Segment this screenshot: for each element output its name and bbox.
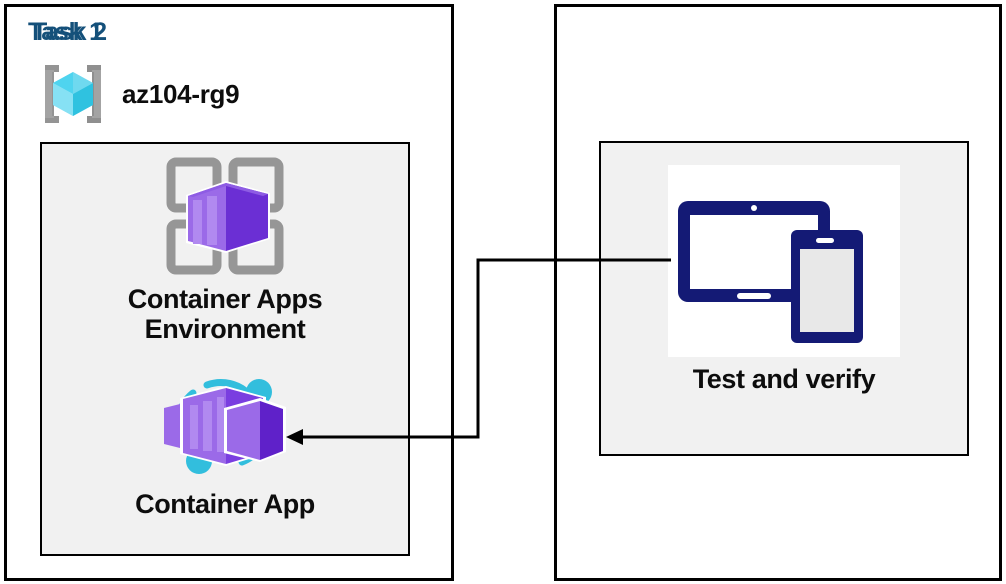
resource-tile-container-app[interactable]: Container App: [40, 368, 410, 519]
container-app-icon: [150, 368, 300, 482]
resource-group-row: az104-rg9: [36, 62, 240, 126]
panel-task-1-title: Task 1: [28, 18, 103, 46]
resource-label-container-apps-environment: Container Apps Environment: [127, 284, 323, 345]
container-apps-environment-icon: [162, 155, 288, 277]
resource-label-line-2: Environment: [144, 314, 306, 345]
resource-label-line-1: Container Apps: [127, 284, 323, 314]
resource-label-line-1: Test and verify: [692, 364, 876, 394]
resource-group-name: az104-rg9: [122, 78, 240, 109]
resource-label-test-and-verify: Test and verify: [693, 364, 876, 394]
resource-tile-container-apps-environment[interactable]: Container Apps Environment: [40, 155, 410, 344]
resource-group-icon: [36, 62, 110, 126]
resource-label-container-app: Container App: [135, 489, 315, 519]
panel-task-2-title: Task 2: [32, 18, 107, 46]
resource-tile-test-and-verify[interactable]: Test and verify: [599, 165, 969, 394]
resource-label-line-1: Container App: [135, 489, 315, 519]
devices-test-verify-icon: [668, 165, 900, 357]
